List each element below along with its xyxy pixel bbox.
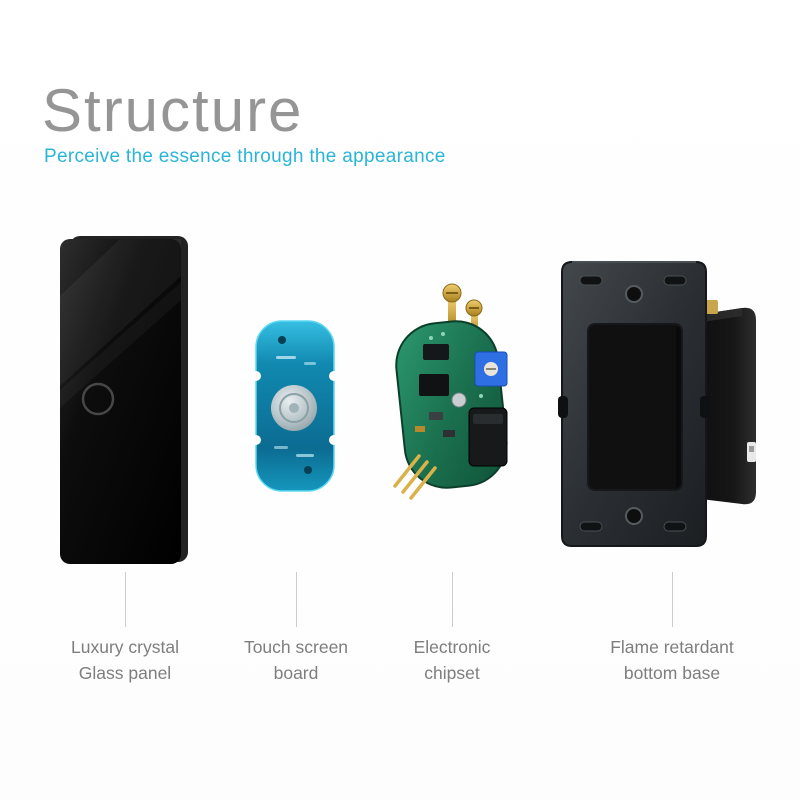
label-line: chipset — [424, 663, 480, 683]
component-label-touch-board: Touch screen board — [186, 634, 406, 686]
brass-screw — [448, 298, 456, 330]
label-line: Glass panel — [78, 663, 172, 683]
label-line: Electronic — [413, 637, 491, 657]
label-line: bottom base — [623, 663, 721, 683]
component-label-bottom-base: Flame retardant bottom base — [562, 634, 782, 686]
component-label-glass-panel: Luxury crystal Glass panel — [15, 634, 235, 686]
screw-hole — [625, 285, 643, 303]
touch-board-image — [252, 320, 339, 492]
connector-line-touch-board — [296, 572, 297, 627]
connector-line-glass-panel — [125, 572, 126, 627]
component-label-chipset: Electronic chipset — [342, 634, 562, 686]
label-line: Flame retardant — [610, 637, 734, 657]
connector-line-chipset — [452, 572, 453, 627]
screw-hole — [625, 507, 643, 525]
connector-line-bottom-base — [672, 572, 673, 627]
bottom-base-illustration — [556, 256, 766, 551]
page-subtitle: Perceive the essence through the appeara… — [44, 146, 446, 167]
touch-circle-indicator — [81, 382, 115, 416]
glass-panel-illustration — [60, 236, 190, 566]
bottom-base-image — [558, 261, 756, 547]
mounting-frame — [561, 261, 707, 547]
label-line: Luxury crystal — [71, 637, 179, 657]
label-line: board — [273, 663, 319, 683]
label-line: Touch screen — [243, 637, 349, 657]
header-pins — [393, 454, 437, 500]
glass-panel-image — [60, 236, 188, 564]
page-title: Structure — [42, 77, 304, 144]
touch-board-illustration — [252, 318, 340, 496]
chipset-illustration — [385, 280, 520, 505]
chipset-image — [393, 283, 508, 500]
brass-contact-tab — [706, 300, 718, 314]
